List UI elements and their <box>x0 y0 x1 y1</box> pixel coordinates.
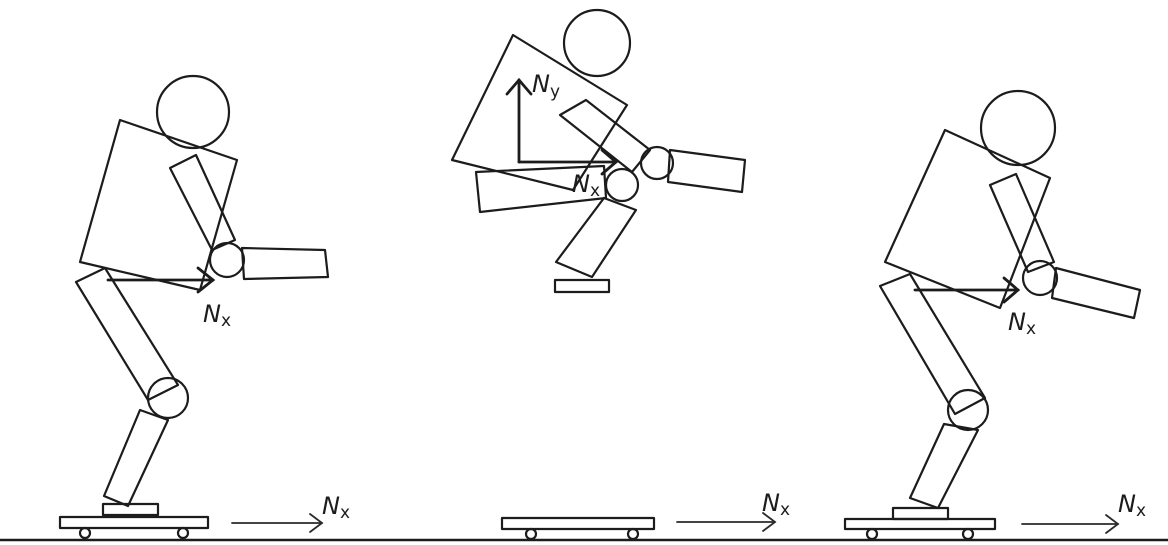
board-label-nx: Nx <box>1118 490 1146 521</box>
foot <box>893 508 948 519</box>
wheel <box>963 529 973 539</box>
force-label-nx: Nx <box>572 170 600 201</box>
figure-1-skater: Nx Nx <box>60 76 350 538</box>
wheel <box>867 529 877 539</box>
torso <box>885 130 1050 308</box>
thigh <box>76 268 178 400</box>
head <box>981 91 1055 165</box>
figure-3-skater: Nx Nx <box>845 91 1146 539</box>
foot <box>103 504 158 515</box>
elbow <box>210 243 244 277</box>
wheel <box>80 528 90 538</box>
skateboard-3 <box>845 519 995 539</box>
head <box>564 10 630 76</box>
wheel <box>526 529 536 539</box>
board-deck <box>502 518 654 529</box>
shin <box>104 410 168 506</box>
force-label-ny: Ny <box>532 70 560 102</box>
wheel <box>178 528 188 538</box>
elbow <box>1023 261 1057 295</box>
shin <box>910 424 978 508</box>
shin <box>556 198 636 277</box>
forearm <box>668 150 745 192</box>
force-label-nx: Nx <box>1008 308 1036 339</box>
figure-2-skater: Ny Nx Nx <box>452 10 790 539</box>
board-deck <box>845 519 995 529</box>
board-label-nx: Nx <box>322 492 350 523</box>
foot <box>555 280 609 292</box>
upper-arm <box>990 174 1054 272</box>
forearm <box>1052 268 1140 318</box>
forearm <box>242 248 328 279</box>
knee <box>606 169 638 201</box>
board-label-nx: Nx <box>762 489 790 520</box>
force-label-nx: Nx <box>203 300 231 331</box>
torso <box>80 120 237 290</box>
skateboard-1 <box>60 517 208 538</box>
wheel <box>628 529 638 539</box>
skateboard-2 <box>502 518 654 539</box>
board-deck <box>60 517 208 528</box>
knee <box>948 390 988 430</box>
